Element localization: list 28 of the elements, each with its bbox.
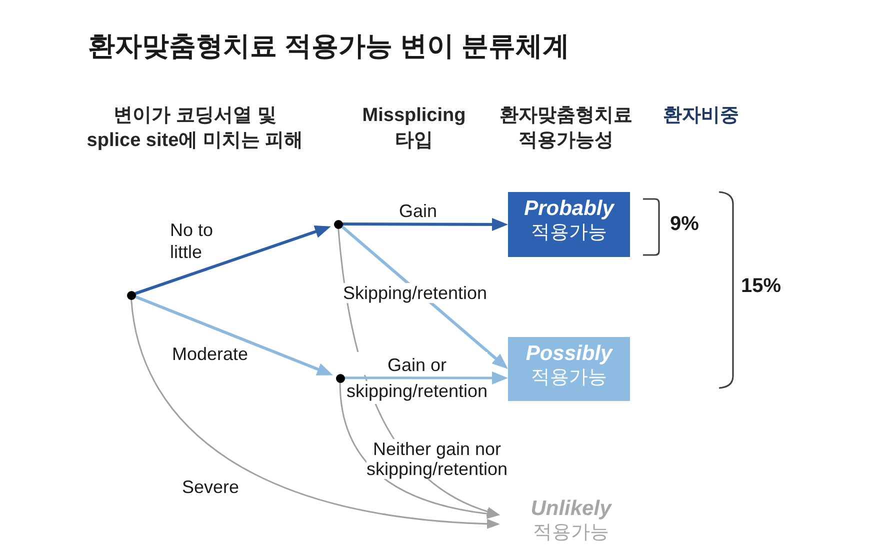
arrow bbox=[340, 225, 508, 369]
outcome-subtitle: 적용가능 bbox=[531, 221, 607, 245]
outcome-box bbox=[508, 192, 630, 257]
branch-dot bbox=[126, 290, 136, 300]
column-header: 환자맞춤형치료 적용가능성 bbox=[500, 104, 632, 153]
outcome-subtitle: 적용가능 bbox=[533, 521, 609, 545]
edge-label: Gain or skipping/retention bbox=[346, 352, 488, 404]
percentage-label: 15% bbox=[741, 274, 782, 298]
column-header: 환자비중 bbox=[663, 104, 739, 128]
branch-dot bbox=[336, 374, 344, 382]
outcome-title: Possibly bbox=[526, 342, 612, 366]
diagram-title: 환자맞춤형치료 적용가능 변이 분류체계 bbox=[88, 30, 570, 63]
arrow bbox=[342, 218, 508, 231]
curved-arrow bbox=[130, 299, 500, 529]
outcome-box bbox=[508, 337, 630, 401]
edge-label: Skipping/retention bbox=[342, 283, 488, 303]
curved-arrow bbox=[339, 382, 500, 518]
outcome-title: Unlikely bbox=[530, 497, 612, 521]
edge-label: Neither gain nor skipping/retention bbox=[366, 439, 508, 479]
column-header: Missplicing 타입 bbox=[362, 104, 466, 153]
arrow bbox=[134, 225, 331, 295]
outcome-subtitle: 적용가능 bbox=[531, 366, 607, 390]
percentage-label: 9% bbox=[670, 212, 699, 236]
column-header: 변이가 코딩서열 및 splice site에 미치는 피해 bbox=[86, 104, 304, 153]
branch-dot bbox=[334, 220, 342, 228]
outcome-title: Probably bbox=[524, 197, 614, 221]
arrow bbox=[344, 371, 508, 384]
arrow bbox=[134, 295, 334, 376]
